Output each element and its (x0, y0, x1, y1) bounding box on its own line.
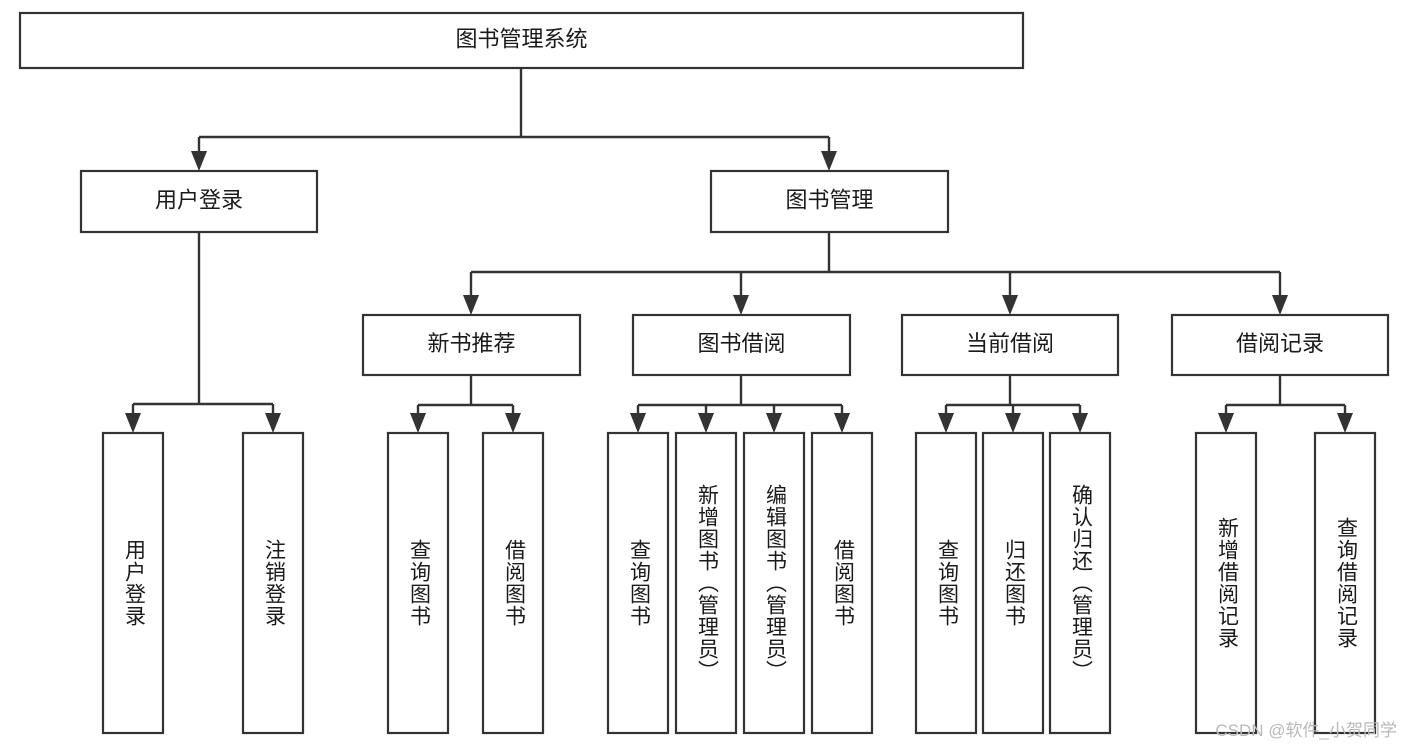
node-label-borrow-record: 借阅记录 (1236, 331, 1324, 356)
node-box-leaf-add-borrow-record[interactable] (1194, 431, 1258, 735)
node-new-book-recommend[interactable]: 新书推荐 (361, 313, 582, 377)
node-leaf-return-book[interactable]: 归还图书 (981, 431, 1045, 735)
connector-group-bookmgmt-to-level3 (463, 232, 1288, 315)
connector-group-bookborrow-to-leaves (630, 375, 850, 433)
node-leaf-user-login[interactable]: 用户登录 (101, 431, 165, 735)
node-book-management[interactable]: 图书管理 (709, 169, 950, 234)
node-box-leaf-query-book-new[interactable] (386, 431, 450, 735)
connector-group-root-to-level2 (191, 68, 837, 171)
arrow-head-icon (834, 413, 850, 433)
node-box-root[interactable] (18, 11, 1025, 70)
node-box-leaf-logout[interactable] (241, 431, 305, 735)
node-box-book-management[interactable] (709, 169, 950, 234)
arrow-head-icon (1218, 413, 1234, 433)
node-leaf-add-book-admin[interactable]: 新增图书（管理员） (674, 431, 738, 735)
connector-layer (125, 68, 1353, 433)
node-box-leaf-query-book-current[interactable] (914, 431, 978, 735)
arrow-head-icon (766, 413, 782, 433)
node-label-leaf-user-login: 用户登录 (122, 539, 146, 627)
node-box-leaf-edit-book-admin[interactable] (742, 431, 806, 735)
arrow-head-icon (1337, 413, 1353, 433)
node-leaf-query-book-borrow[interactable]: 查询图书 (606, 431, 670, 735)
node-label-book-management: 图书管理 (785, 187, 873, 212)
node-leaf-add-borrow-record[interactable]: 新增借阅记录 (1194, 431, 1258, 735)
node-leaf-query-book-new[interactable]: 查询图书 (386, 431, 450, 735)
node-box-book-borrow[interactable] (631, 313, 852, 377)
arrow-head-icon (938, 413, 954, 433)
node-root[interactable]: 图书管理系统 (18, 11, 1025, 70)
connector-group-currentborrow-to-leaves (938, 375, 1088, 433)
node-box-new-book-recommend[interactable] (361, 313, 582, 377)
node-box-borrow-record[interactable] (1170, 313, 1390, 377)
node-label-leaf-borrow-book: 借阅图书 (831, 539, 855, 627)
arrow-head-icon (630, 413, 646, 433)
arrow-head-icon (1002, 295, 1018, 315)
arrow-head-icon (1072, 413, 1088, 433)
arrow-head-icon (1005, 413, 1021, 433)
node-label-book-borrow: 图书借阅 (697, 331, 785, 356)
node-borrow-record[interactable]: 借阅记录 (1170, 313, 1390, 377)
node-label-leaf-add-borrow-record: 新增借阅记录 (1215, 517, 1239, 649)
node-leaf-borrow-book-new[interactable]: 借阅图书 (481, 431, 545, 735)
arrow-head-icon (698, 413, 714, 433)
node-label-new-book-recommend: 新书推荐 (427, 331, 515, 356)
node-label-leaf-query-book-borrow: 查询图书 (627, 539, 651, 627)
node-label-leaf-add-book-admin: 新增图书（管理员） (695, 484, 719, 682)
node-label-root: 图书管理系统 (455, 26, 587, 51)
node-box-leaf-confirm-return-admin[interactable] (1048, 431, 1112, 735)
arrow-head-icon (191, 151, 207, 171)
node-label-leaf-query-book-current: 查询图书 (935, 539, 959, 627)
arrow-head-icon (1272, 295, 1288, 315)
node-label-leaf-query-borrow-record: 查询借阅记录 (1334, 517, 1358, 649)
connector-group-userlogin-to-leaves (125, 232, 281, 433)
node-book-borrow[interactable]: 图书借阅 (631, 313, 852, 377)
node-current-borrow[interactable]: 当前借阅 (900, 313, 1120, 377)
node-label-user-login: 用户登录 (155, 187, 243, 212)
arrow-head-icon (125, 413, 141, 433)
node-label-leaf-return-book: 归还图书 (1002, 539, 1026, 627)
node-leaf-borrow-book[interactable]: 借阅图书 (810, 431, 874, 735)
arrow-head-icon (463, 295, 479, 315)
node-label-leaf-logout: 注销登录 (262, 539, 286, 627)
node-box-leaf-borrow-book[interactable] (810, 431, 874, 735)
node-layer: 图书管理系统用户登录图书管理新书推荐图书借阅当前借阅借阅记录用户登录注销登录查询… (18, 11, 1390, 735)
node-label-leaf-query-book-new: 查询图书 (407, 539, 431, 627)
node-box-leaf-user-login[interactable] (101, 431, 165, 735)
arrow-head-icon (410, 413, 426, 433)
node-label-leaf-borrow-book-new: 借阅图书 (502, 539, 526, 627)
node-box-user-login[interactable] (79, 169, 319, 234)
node-label-current-borrow: 当前借阅 (966, 331, 1054, 356)
node-leaf-query-book-current[interactable]: 查询图书 (914, 431, 978, 735)
node-box-leaf-query-book-borrow[interactable] (606, 431, 670, 735)
arrow-head-icon (505, 413, 521, 433)
node-leaf-confirm-return-admin[interactable]: 确认归还（管理员） (1048, 431, 1112, 735)
node-label-leaf-confirm-return-admin: 确认归还（管理员） (1069, 484, 1093, 682)
node-box-leaf-borrow-book-new[interactable] (481, 431, 545, 735)
arrow-head-icon (733, 295, 749, 315)
node-box-current-borrow[interactable] (900, 313, 1120, 377)
node-box-leaf-add-book-admin[interactable] (674, 431, 738, 735)
node-label-leaf-edit-book-admin: 编辑图书（管理员） (763, 484, 787, 682)
connector-group-borrowrecord-to-leaves (1218, 375, 1353, 433)
node-leaf-logout[interactable]: 注销登录 (241, 431, 305, 735)
node-leaf-query-borrow-record[interactable]: 查询借阅记录 (1313, 431, 1377, 735)
arrow-head-icon (265, 413, 281, 433)
node-box-leaf-query-borrow-record[interactable] (1313, 431, 1377, 735)
node-user-login[interactable]: 用户登录 (79, 169, 319, 234)
node-leaf-edit-book-admin[interactable]: 编辑图书（管理员） (742, 431, 806, 735)
connector-group-newbook-to-leaves (410, 375, 521, 433)
arrow-head-icon (821, 151, 837, 171)
node-box-leaf-return-book[interactable] (981, 431, 1045, 735)
